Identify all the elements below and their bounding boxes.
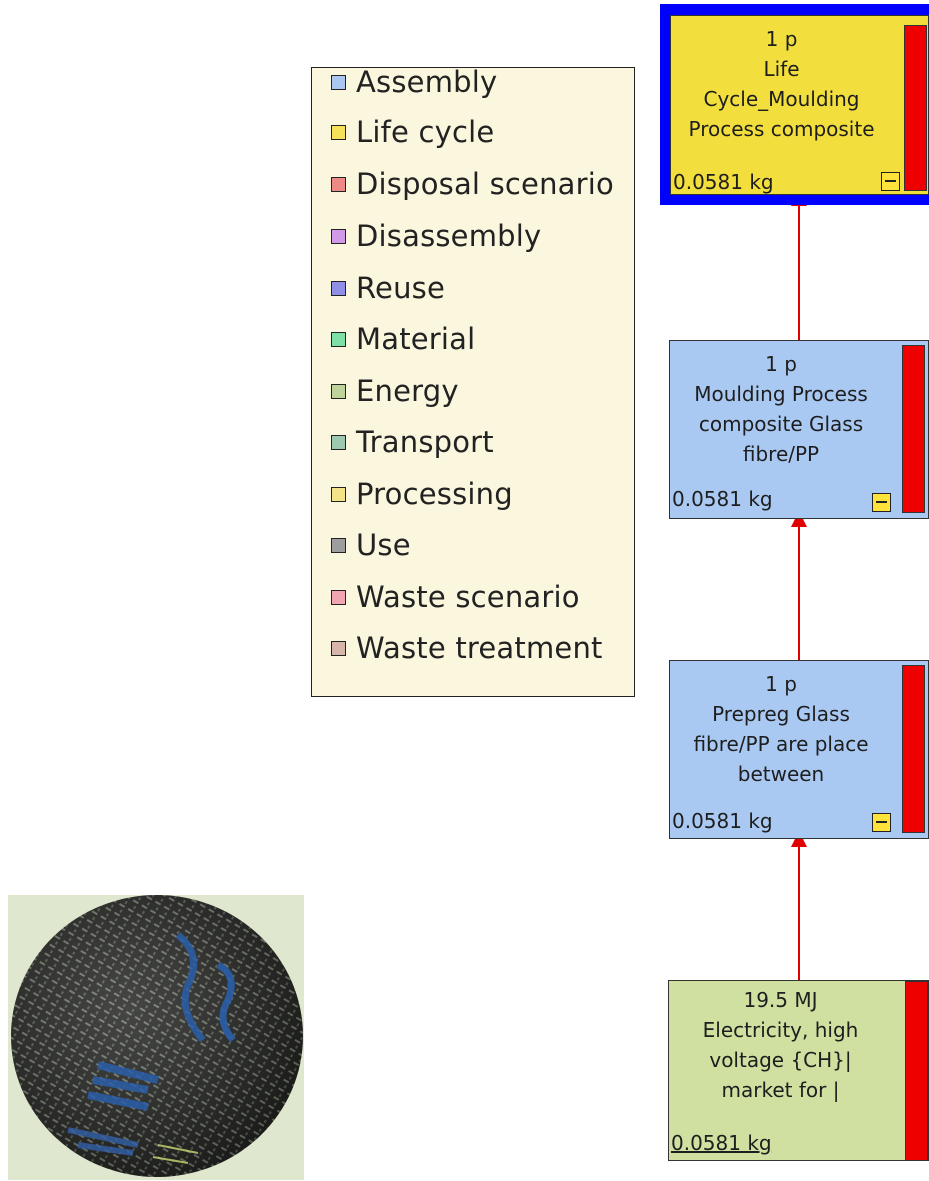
node-name-line: between: [737, 762, 825, 786]
legend-item-processing: Processing: [331, 474, 513, 514]
legend-swatch-disassembly: [331, 228, 346, 244]
legend-label: Assembly: [356, 65, 498, 99]
legend-item-energy: Energy: [331, 371, 459, 411]
legend-label: Reuse: [356, 271, 446, 305]
node-name-line: composite Glass: [698, 412, 864, 436]
node-prepreg[interactable]: 1 p Prepreg Glass fibre/PP are place bet…: [669, 660, 929, 839]
legend-item-life-cycle: Life cycle: [331, 112, 494, 152]
collapse-icon[interactable]: [872, 813, 891, 832]
legend-item-reuse: Reuse: [331, 268, 445, 308]
node-name-line: Cycle_Moulding: [703, 87, 860, 111]
node-life-cycle-body: 1 p Life Cycle_Moulding Process composit…: [670, 15, 929, 195]
legend-swatch-waste-scenario: [331, 589, 346, 605]
legend-label: Processing: [356, 477, 513, 511]
node-name-line: Moulding Process: [694, 382, 868, 406]
legend-item-disassembly: Disassembly: [331, 216, 541, 256]
legend-label: Use: [356, 528, 411, 562]
collapse-icon[interactable]: [872, 493, 891, 512]
impact-bar: [904, 25, 927, 191]
legend-swatch-assembly: [331, 74, 346, 90]
node-amount: 0.0581 kg: [672, 809, 773, 833]
legend-item-material: Material: [331, 319, 475, 359]
node-name-line: Life: [763, 57, 800, 81]
legend-item-transport: Transport: [331, 422, 494, 462]
node-qty: 1 p: [765, 27, 798, 51]
impact-bar: [902, 665, 925, 833]
impact-bar: [902, 345, 925, 513]
legend-swatch-waste-treatment: [331, 640, 346, 656]
legend-label: Waste treatment: [356, 631, 603, 665]
legend-item-waste-scenario: Waste scenario: [331, 577, 580, 617]
node-name-line: Process composite: [688, 117, 875, 141]
node-name-line: voltage {CH}|: [709, 1048, 852, 1072]
node-qty: 1 p: [765, 672, 797, 696]
node-amount: 0.0581 kg: [672, 487, 773, 511]
legend-swatch-material: [331, 331, 346, 347]
node-name-line: fibre/PP are place: [693, 732, 869, 756]
legend-item-waste-treatment: Waste treatment: [331, 628, 603, 668]
legend-swatch-use: [331, 537, 346, 553]
legend-label: Energy: [356, 374, 459, 408]
legend-item-assembly: Assembly: [331, 62, 497, 102]
node-qty: 1 p: [765, 352, 797, 376]
legend-label: Disposal scenario: [356, 167, 614, 201]
node-amount: 0.0581 kg: [673, 170, 774, 194]
legend-label: Transport: [356, 425, 494, 459]
legend-swatch-life-cycle: [331, 124, 346, 140]
node-amount: 0.0581 kg: [671, 1131, 772, 1155]
legend-item-disposal-scenario: Disposal scenario: [331, 164, 614, 204]
collapse-icon[interactable]: [881, 172, 900, 191]
node-electricity[interactable]: 19.5 MJ Electricity, high voltage {CH}| …: [668, 980, 929, 1161]
legend-label: Life cycle: [356, 115, 495, 149]
legend-item-use: Use: [331, 525, 411, 565]
legend-swatch-transport: [331, 434, 346, 450]
legend-swatch-reuse: [331, 280, 346, 296]
legend-swatch-processing: [331, 486, 346, 502]
legend-label: Material: [356, 322, 476, 356]
node-name-line: Prepreg Glass: [712, 702, 850, 726]
legend-label: Disassembly: [356, 219, 542, 253]
node-moulding-process[interactable]: 1 p Moulding Process composite Glass fib…: [669, 340, 929, 519]
node-life-cycle[interactable]: 1 p Life Cycle_Moulding Process composit…: [660, 4, 929, 205]
sample-photo: [8, 895, 304, 1180]
node-name-line: fibre/PP: [742, 442, 820, 466]
impact-bar: [905, 981, 928, 1161]
sample-disc-image: [8, 895, 304, 1180]
legend-swatch-disposal-scenario: [331, 176, 346, 192]
legend-swatch-energy: [331, 383, 346, 399]
legend-label: Waste scenario: [356, 580, 580, 614]
node-name-line: Electricity, high: [702, 1018, 859, 1042]
node-qty: 19.5 MJ: [743, 988, 818, 1012]
node-name-line: market for |: [721, 1078, 840, 1102]
